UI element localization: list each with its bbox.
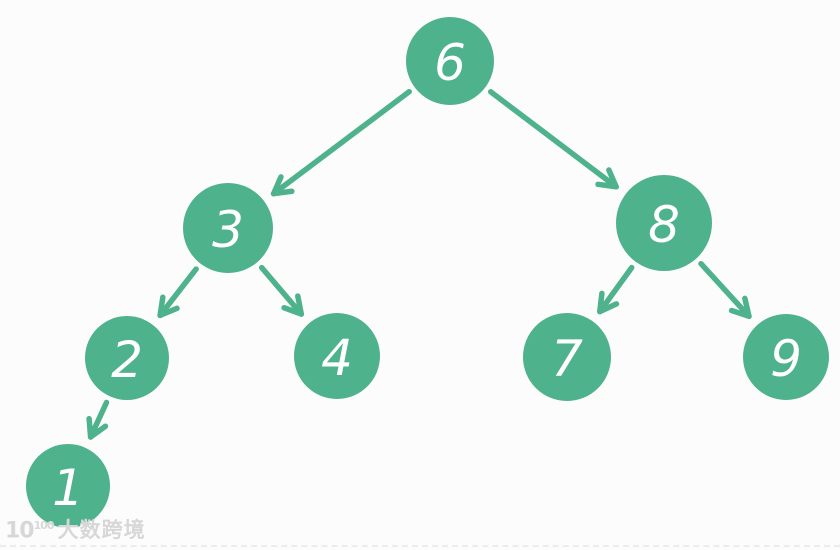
tree-node-circle xyxy=(294,313,380,399)
edge-8-9 xyxy=(698,260,752,320)
tree-node-label: 6 xyxy=(434,34,466,92)
tree-node-circle xyxy=(183,183,273,273)
tree-node-label: 1 xyxy=(52,459,84,517)
tree-node-circle xyxy=(616,175,712,271)
edge-6-3 xyxy=(270,88,412,197)
tree-edges xyxy=(86,88,752,440)
tree-node-label: 4 xyxy=(321,329,353,387)
tree-node-circle xyxy=(743,314,829,400)
tree-node-6: 6 xyxy=(406,17,494,105)
tree-node-label: 3 xyxy=(212,201,244,259)
tree-node-label: 9 xyxy=(770,330,802,388)
edge-3-4 xyxy=(258,264,305,317)
tree-node-1: 1 xyxy=(26,444,110,528)
tree-node-4: 4 xyxy=(294,313,380,399)
tree-nodes: 6 3 8 2 4 7 9 1 xyxy=(26,17,829,528)
tree-node-circle xyxy=(26,444,110,528)
edge-8-7 xyxy=(597,264,635,315)
edge-3-2 xyxy=(157,266,199,319)
edge-6-8 xyxy=(487,89,619,190)
tree-node-circle xyxy=(523,313,611,401)
edge-2-1 xyxy=(86,399,110,440)
tree-node-7: 7 xyxy=(523,313,611,401)
tree-node-3: 3 xyxy=(183,183,273,273)
tree-node-circle xyxy=(406,17,494,105)
tree-node-label: 8 xyxy=(648,196,680,254)
tree-node-2: 2 xyxy=(85,316,169,400)
tree-node-8: 8 xyxy=(616,175,712,271)
tree-node-label: 2 xyxy=(111,331,143,389)
bottom-dashed-divider xyxy=(0,545,840,547)
tree-node-label: 7 xyxy=(551,330,583,388)
tree-node-9: 9 xyxy=(743,314,829,400)
tree-node-circle xyxy=(85,316,169,400)
